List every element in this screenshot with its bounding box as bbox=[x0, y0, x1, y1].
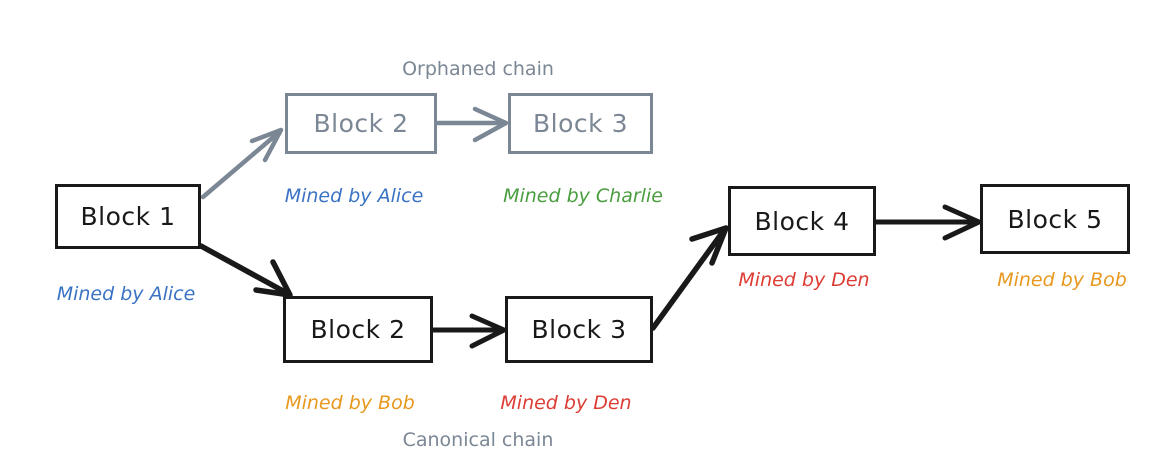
arrow-block1-to-orphan-block2 bbox=[200, 127, 284, 200]
block-2-label: Block 2 bbox=[310, 315, 406, 344]
miner-label-block-3-text: Mined by Den bbox=[500, 392, 632, 414]
miner-label-orphan-block-3-text: Mined by Charlie bbox=[503, 185, 663, 207]
orphan-block-3[interactable]: Block 3 bbox=[508, 93, 653, 154]
miner-label-orphan-block-2: Mined by Alice bbox=[154, 185, 554, 207]
block-1-label: Block 1 bbox=[80, 202, 176, 231]
orphan-block-2-label: Block 2 bbox=[313, 109, 409, 138]
miner-label-orphan-block-2-text: Mined by Alice bbox=[284, 185, 424, 207]
block-1[interactable]: Block 1 bbox=[55, 184, 201, 249]
block-5-label: Block 5 bbox=[1007, 204, 1103, 234]
arrow-block4-to-block5 bbox=[873, 204, 982, 241]
arrow-orphan-block2-to-orphan-block3 bbox=[435, 106, 509, 143]
miner-label-block-3: Mined by Den bbox=[366, 392, 766, 414]
miner-label-block-4-text: Mined by Den bbox=[738, 269, 870, 291]
block-4[interactable]: Block 4 bbox=[728, 186, 876, 256]
block-5[interactable]: Block 5 bbox=[980, 184, 1130, 254]
miner-label-block-4: Mined by Den bbox=[604, 269, 1004, 291]
orphaned-chain-caption: Orphaned chain bbox=[0, 58, 956, 80]
miner-label-block-2-text: Mined by Bob bbox=[285, 392, 415, 414]
block-3-label: Block 3 bbox=[531, 315, 627, 344]
miner-label-block-5: Mined by Bob bbox=[862, 269, 1168, 291]
block-4-label: Block 4 bbox=[754, 206, 850, 236]
block-3[interactable]: Block 3 bbox=[505, 296, 653, 363]
canonical-chain-caption: Canonical chain bbox=[0, 429, 956, 451]
orphan-block-2[interactable]: Block 2 bbox=[285, 93, 437, 154]
block-2[interactable]: Block 2 bbox=[283, 296, 433, 363]
orphan-block-3-label: Block 3 bbox=[533, 109, 628, 138]
miner-label-block-5-text: Mined by Bob bbox=[997, 269, 1127, 291]
arrow-block1-to-block2 bbox=[198, 243, 293, 298]
miner-label-block-1-text: Mined by Alice bbox=[56, 283, 196, 305]
arrow-block2-to-block3 bbox=[430, 313, 507, 349]
miner-label-block-1: Mined by Alice bbox=[0, 283, 326, 305]
arrow-block3-to-block4 bbox=[650, 225, 729, 331]
miner-label-orphan-block-3: Mined by Charlie bbox=[383, 185, 783, 207]
miner-label-block-2: Mined by Bob bbox=[150, 392, 550, 414]
canonical-chain-caption-text: Canonical chain bbox=[402, 429, 554, 451]
orphaned-chain-caption-text: Orphaned chain bbox=[402, 58, 554, 80]
